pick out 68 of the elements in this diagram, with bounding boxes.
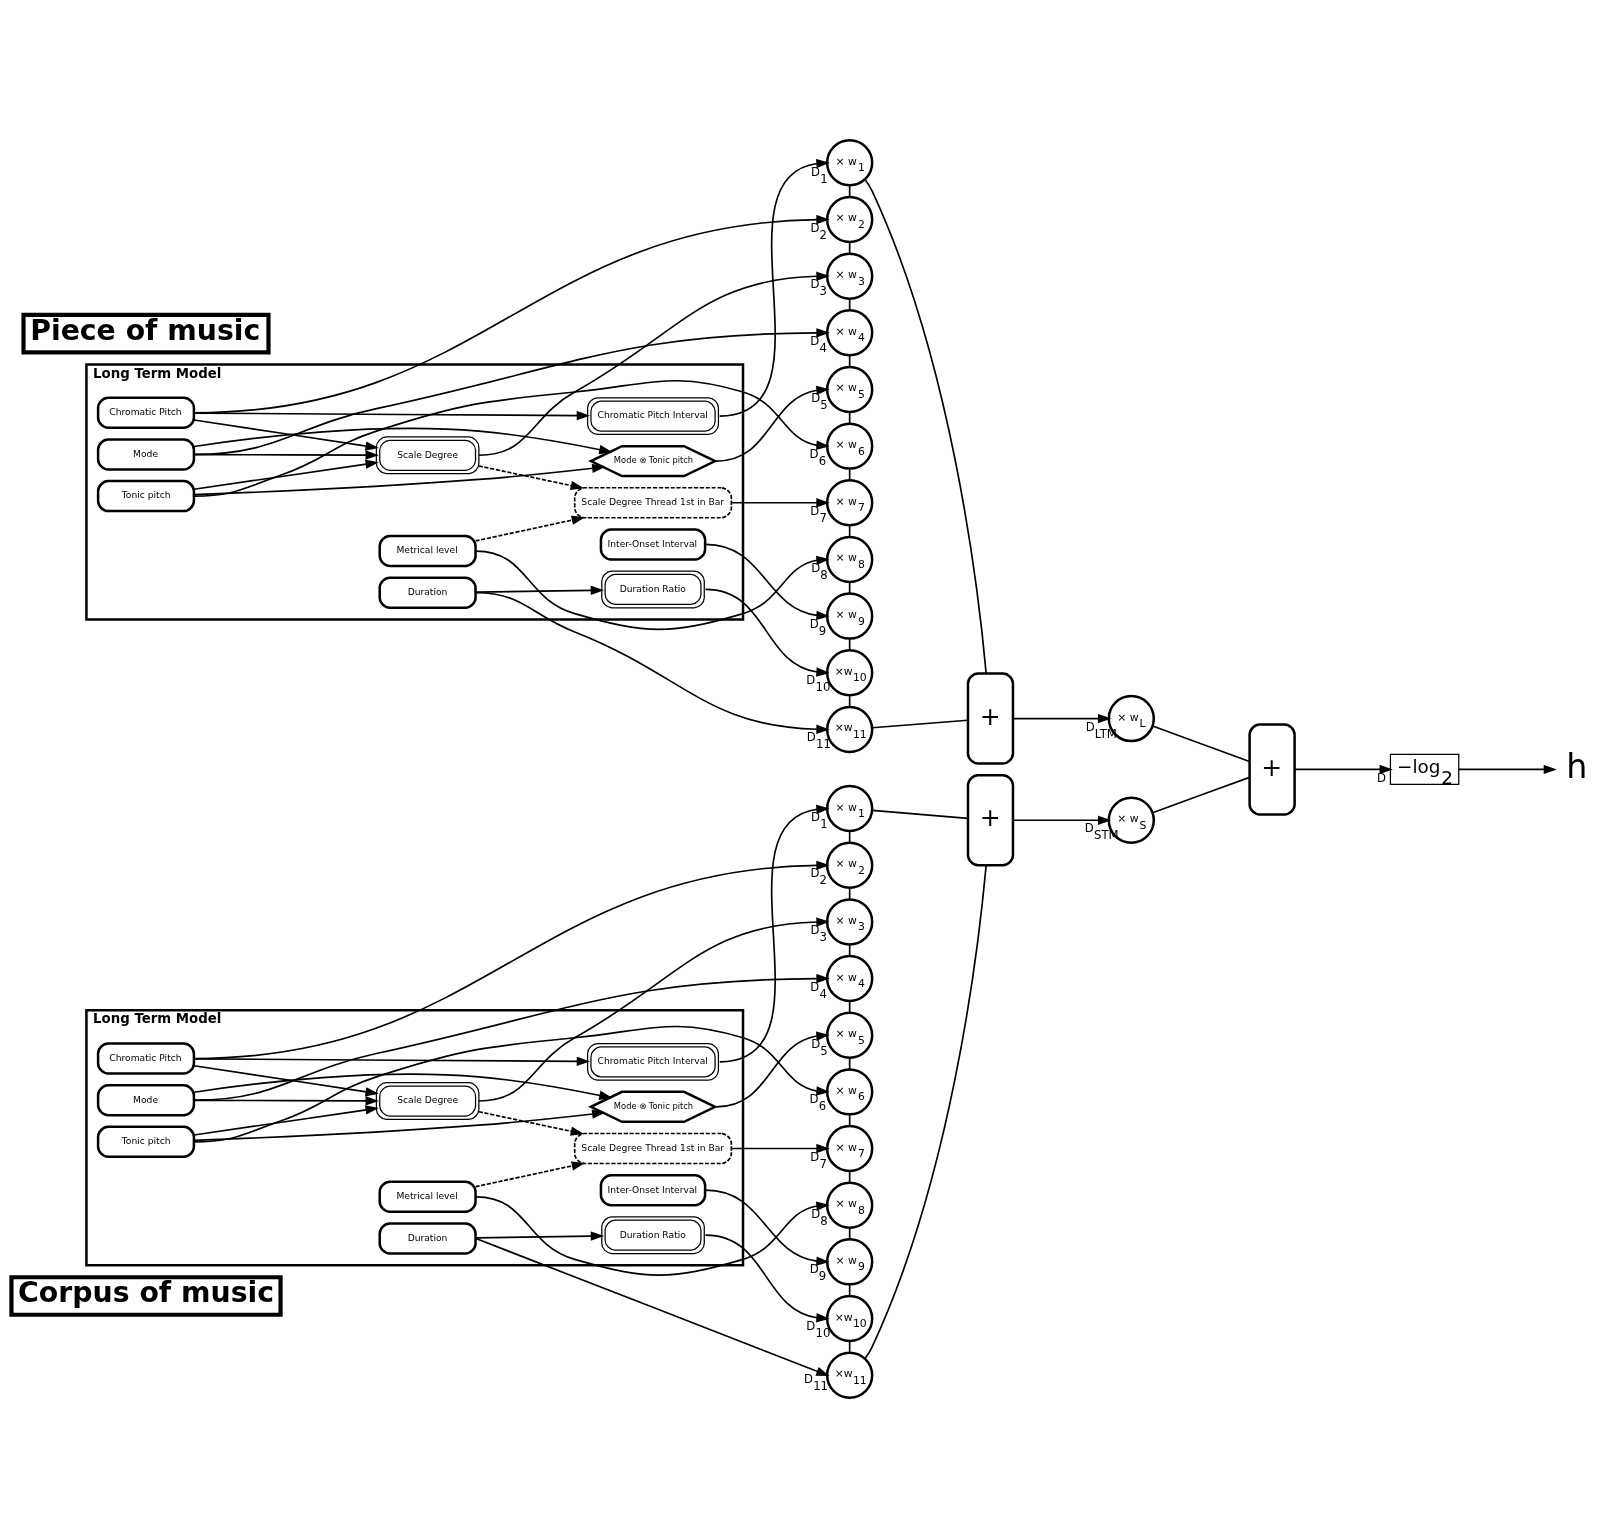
arrow (475, 591, 830, 734)
node-box: Duration (378, 1221, 477, 1255)
arrow (193, 1104, 379, 1136)
arrow (193, 427, 613, 454)
arrow (478, 916, 830, 1102)
node-box: + (966, 773, 1015, 866)
node-box: Scale Degree Thread 1st in Bar (573, 1132, 733, 1164)
node-box: + (966, 671, 1015, 765)
arrow (731, 497, 830, 507)
arrow (1012, 815, 1112, 825)
arrow (704, 1188, 830, 1266)
arrow (193, 379, 830, 497)
node-box: Chromatic Pitch (96, 1041, 196, 1075)
node-box: Chromatic Pitch (96, 396, 196, 429)
arrow (193, 1064, 379, 1096)
node-box: Tonic pitch (96, 1125, 196, 1158)
arrow (474, 515, 586, 542)
node-box: Metrical level (378, 1180, 477, 1213)
arrow (193, 1108, 606, 1141)
node-box: Inter-Onset Interval (599, 1173, 707, 1206)
arrow (478, 1110, 584, 1136)
node-box: Duration (378, 576, 477, 609)
connector (871, 809, 969, 819)
node-box: Corpus of music (9, 1274, 283, 1317)
arrow (193, 973, 830, 1101)
connector (871, 718, 969, 729)
arrow (1293, 764, 1393, 774)
arrow (715, 385, 830, 462)
connector (1151, 724, 1251, 762)
arrow (731, 1143, 830, 1153)
node-box: Metrical level (378, 534, 477, 567)
arrow (478, 271, 830, 456)
arrow (704, 588, 830, 677)
arrow (193, 1025, 830, 1143)
arrow (193, 327, 830, 455)
arrow (475, 1237, 830, 1376)
connector (864, 178, 987, 674)
arrow (474, 585, 605, 595)
node-box: Mode (96, 1083, 196, 1116)
arrow (478, 464, 584, 490)
arrow (193, 463, 606, 495)
arrow (193, 860, 830, 1059)
edge-label: D (1376, 770, 1386, 785)
arrow (718, 158, 830, 417)
arrow (474, 1160, 586, 1187)
node-box: Tonic pitch (96, 479, 196, 512)
connector (864, 864, 987, 1359)
arrow (193, 459, 379, 490)
arrow (475, 1195, 830, 1276)
arrow (193, 1056, 591, 1066)
arrow (1458, 764, 1558, 774)
arrow (704, 1233, 830, 1322)
arrow (715, 1030, 830, 1108)
arrow (718, 804, 830, 1063)
node-box: Inter-Onset Interval (599, 527, 707, 561)
node-box: Piece of music (21, 312, 271, 354)
arrow (475, 549, 830, 630)
arrow (704, 543, 830, 620)
arrow (193, 214, 830, 414)
node-box: Mode (96, 437, 196, 471)
node-text: h (1566, 746, 1588, 786)
arrow (193, 418, 379, 451)
node-box: Scale Degree Thread 1st in Bar (573, 486, 733, 519)
node-box: + (1248, 722, 1296, 816)
arrow (193, 1072, 613, 1100)
arrow (1012, 713, 1112, 723)
arrow (474, 1230, 605, 1241)
connector (1151, 776, 1251, 814)
